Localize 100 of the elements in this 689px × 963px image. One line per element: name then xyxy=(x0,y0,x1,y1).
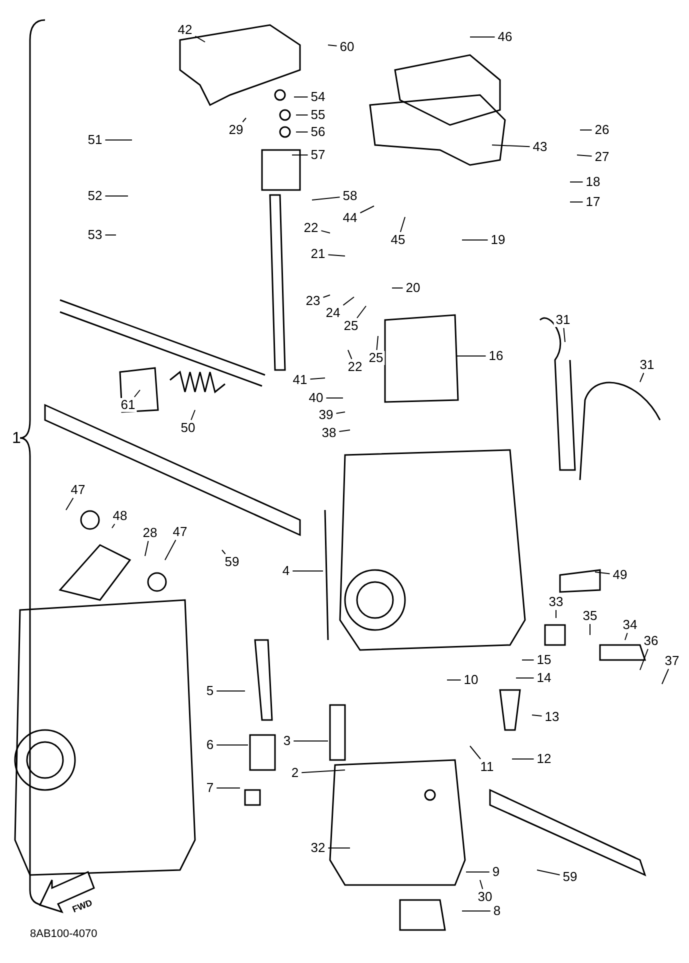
callout-number: 22 xyxy=(302,221,320,235)
callout-number: 53 xyxy=(86,228,104,242)
callout-number: 39 xyxy=(316,408,336,422)
direction-label: FWD xyxy=(70,897,94,914)
leader-line xyxy=(594,572,610,574)
callout-number: 4 xyxy=(280,564,292,578)
leader-line xyxy=(624,632,628,640)
callout-number: 58 xyxy=(340,189,360,203)
callout-number: 61 xyxy=(118,398,138,412)
leader-line xyxy=(104,234,116,236)
callout-number: 6 xyxy=(204,738,216,752)
callout-number: 19 xyxy=(488,233,508,247)
leader-line xyxy=(216,690,246,692)
leader-line xyxy=(320,230,330,234)
callout-number: 34 xyxy=(620,618,640,632)
leader-line xyxy=(462,910,491,912)
callout-number: 48 xyxy=(110,509,130,523)
leader-line xyxy=(536,870,560,876)
callout-number: 24 xyxy=(324,306,342,320)
callout-number: 35 xyxy=(580,609,600,623)
callout-number: 56 xyxy=(308,125,328,139)
leader-line xyxy=(338,430,350,432)
leader-line xyxy=(376,336,378,350)
callout-number: 40 xyxy=(306,391,326,405)
leader-line xyxy=(296,114,308,116)
callout-number: 49 xyxy=(610,568,630,582)
leader-line xyxy=(512,758,534,760)
callout-number: 37 xyxy=(662,654,682,668)
leader-line xyxy=(662,668,670,684)
leader-line xyxy=(294,96,308,98)
leader-line xyxy=(480,880,484,890)
callout-number: 21 xyxy=(308,247,328,261)
callout-number: 54 xyxy=(308,90,328,104)
callout-number: 55 xyxy=(308,108,328,122)
leader-line xyxy=(400,216,406,232)
callout-number: 18 xyxy=(584,175,602,189)
callout-number: 17 xyxy=(584,195,602,209)
callout-number: 47 xyxy=(68,483,88,497)
leader-line xyxy=(640,648,648,670)
callout-number: 36 xyxy=(642,634,660,648)
callout-number: 23 xyxy=(304,294,322,308)
leader-line xyxy=(292,154,308,156)
callout-number: 5 xyxy=(204,684,216,698)
callout-number: 45 xyxy=(388,233,408,247)
callout-number: 27 xyxy=(592,150,612,164)
leader-line xyxy=(66,498,74,510)
callout-number: 41 xyxy=(290,373,310,387)
leader-line xyxy=(194,36,206,42)
callout-number: 47 xyxy=(170,525,190,539)
leader-line xyxy=(312,196,340,200)
callout-number: 25 xyxy=(342,319,360,333)
callout-number: 9 xyxy=(490,865,502,879)
callout-number: 15 xyxy=(534,653,554,667)
callout-number: 52 xyxy=(86,189,104,203)
leader-line xyxy=(356,306,366,318)
callout-number: 2 xyxy=(289,766,301,780)
callout-number: 31 xyxy=(638,358,656,372)
callout-number: 29 xyxy=(226,123,246,137)
leader-line xyxy=(348,350,352,360)
callout-number: 31 xyxy=(554,313,572,327)
leader-line xyxy=(336,412,346,414)
callout-number: 8 xyxy=(491,904,503,918)
callout-number: 13 xyxy=(542,710,562,724)
leader-line xyxy=(470,746,482,760)
callout-number: 3 xyxy=(281,734,293,748)
leader-line xyxy=(164,540,176,560)
bracket-label: 1 xyxy=(12,430,21,448)
callout-number: 46 xyxy=(496,30,514,44)
leader-line xyxy=(301,770,346,774)
callout-number: 30 xyxy=(476,890,494,904)
callout-number: 16 xyxy=(486,349,506,363)
callout-number: 51 xyxy=(86,133,104,147)
leader-line xyxy=(492,144,530,148)
leader-line xyxy=(242,118,246,122)
leader-line xyxy=(640,372,644,382)
leader-line xyxy=(134,390,140,398)
leader-line xyxy=(322,294,330,298)
callout-number: 59 xyxy=(222,555,242,569)
leader-line xyxy=(328,254,346,256)
callout-number: 20 xyxy=(404,281,422,295)
callout-number: 60 xyxy=(338,40,356,54)
leader-line xyxy=(470,36,496,38)
leader-line xyxy=(222,550,226,554)
leader-line xyxy=(360,206,374,214)
callout-number: 25 xyxy=(366,351,386,365)
leader-line xyxy=(563,328,566,342)
leader-line xyxy=(576,154,592,157)
leader-line xyxy=(216,744,248,746)
leader-line xyxy=(112,524,116,528)
callout-number: 10 xyxy=(462,673,480,687)
callout-number: 43 xyxy=(530,140,550,154)
callout-number: 7 xyxy=(204,781,216,795)
leader-line xyxy=(328,44,338,46)
callout-number: 50 xyxy=(178,421,198,435)
callout-number: 38 xyxy=(320,426,338,440)
callout-number: 42 xyxy=(176,23,194,37)
callout-number: 32 xyxy=(308,841,328,855)
callout-number: 44 xyxy=(340,211,360,225)
leader-line xyxy=(342,296,354,306)
part-code: 8AB100-4070 xyxy=(30,928,98,940)
